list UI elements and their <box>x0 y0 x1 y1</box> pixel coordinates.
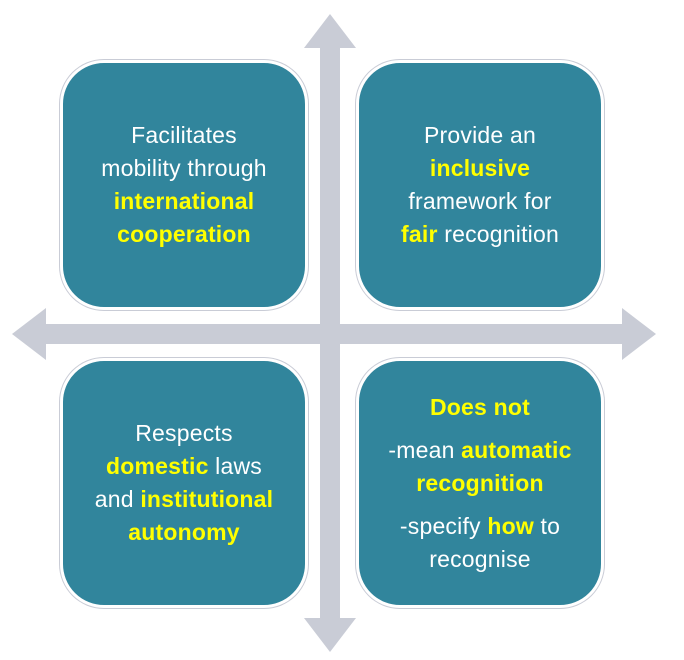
br-item-2-highlight: how <box>487 512 534 539</box>
tl-line-3: international <box>113 188 255 214</box>
tl-line-2: mobility through <box>101 155 267 181</box>
br-item-2-line-1: -specify how to <box>400 510 560 543</box>
bl-line-4: autonomy <box>128 519 240 545</box>
tr-line-3: framework for <box>408 188 552 214</box>
down-arrowhead <box>304 618 356 652</box>
quadrant-top-right: Provide an inclusive framework for fair … <box>356 60 604 310</box>
right-arrowhead <box>622 308 656 360</box>
tr-line-1: Provide an <box>424 122 536 148</box>
br-item-1-highlight: automatic <box>461 436 572 463</box>
quadrant-top-left: Facilitates mobility through internation… <box>60 60 308 310</box>
tr-line-4-highlight: fair <box>401 221 438 247</box>
bl-line-3: and institutional <box>95 483 274 516</box>
tr-line-4: fair recognition <box>401 218 559 251</box>
br-item-1-line-2: recognition <box>416 469 544 496</box>
tr-line-2: inclusive <box>429 155 531 181</box>
br-item-1-line-1: -mean automatic <box>388 434 571 467</box>
tr-line-4-rest: recognition <box>437 221 559 247</box>
bl-line-2-rest: laws <box>208 453 262 479</box>
tl-line-1: Facilitates <box>131 122 237 148</box>
quadrant-bottom-left: Respects domestic laws and institutional… <box>60 358 308 608</box>
br-heading: Does not <box>430 393 530 420</box>
br-item-2-line-2: recognise <box>429 545 531 572</box>
br-item-1-pre: -mean <box>388 436 462 463</box>
left-arrowhead <box>12 308 46 360</box>
bl-line-1: Respects <box>135 420 233 446</box>
horizontal-axis-shaft <box>38 324 634 344</box>
bl-line-3-highlight: institutional <box>140 486 274 512</box>
bl-line-3-pre: and <box>94 486 141 512</box>
br-item-2-post: to <box>533 512 561 539</box>
bl-line-2-highlight: domestic <box>106 453 209 479</box>
quadrant-bottom-right: Does not -mean automatic recognition -sp… <box>356 358 604 608</box>
br-item-2-pre: -specify <box>399 512 488 539</box>
tl-line-4: cooperation <box>117 221 251 247</box>
up-arrowhead <box>304 14 356 48</box>
bl-line-2: domestic laws <box>106 450 262 483</box>
